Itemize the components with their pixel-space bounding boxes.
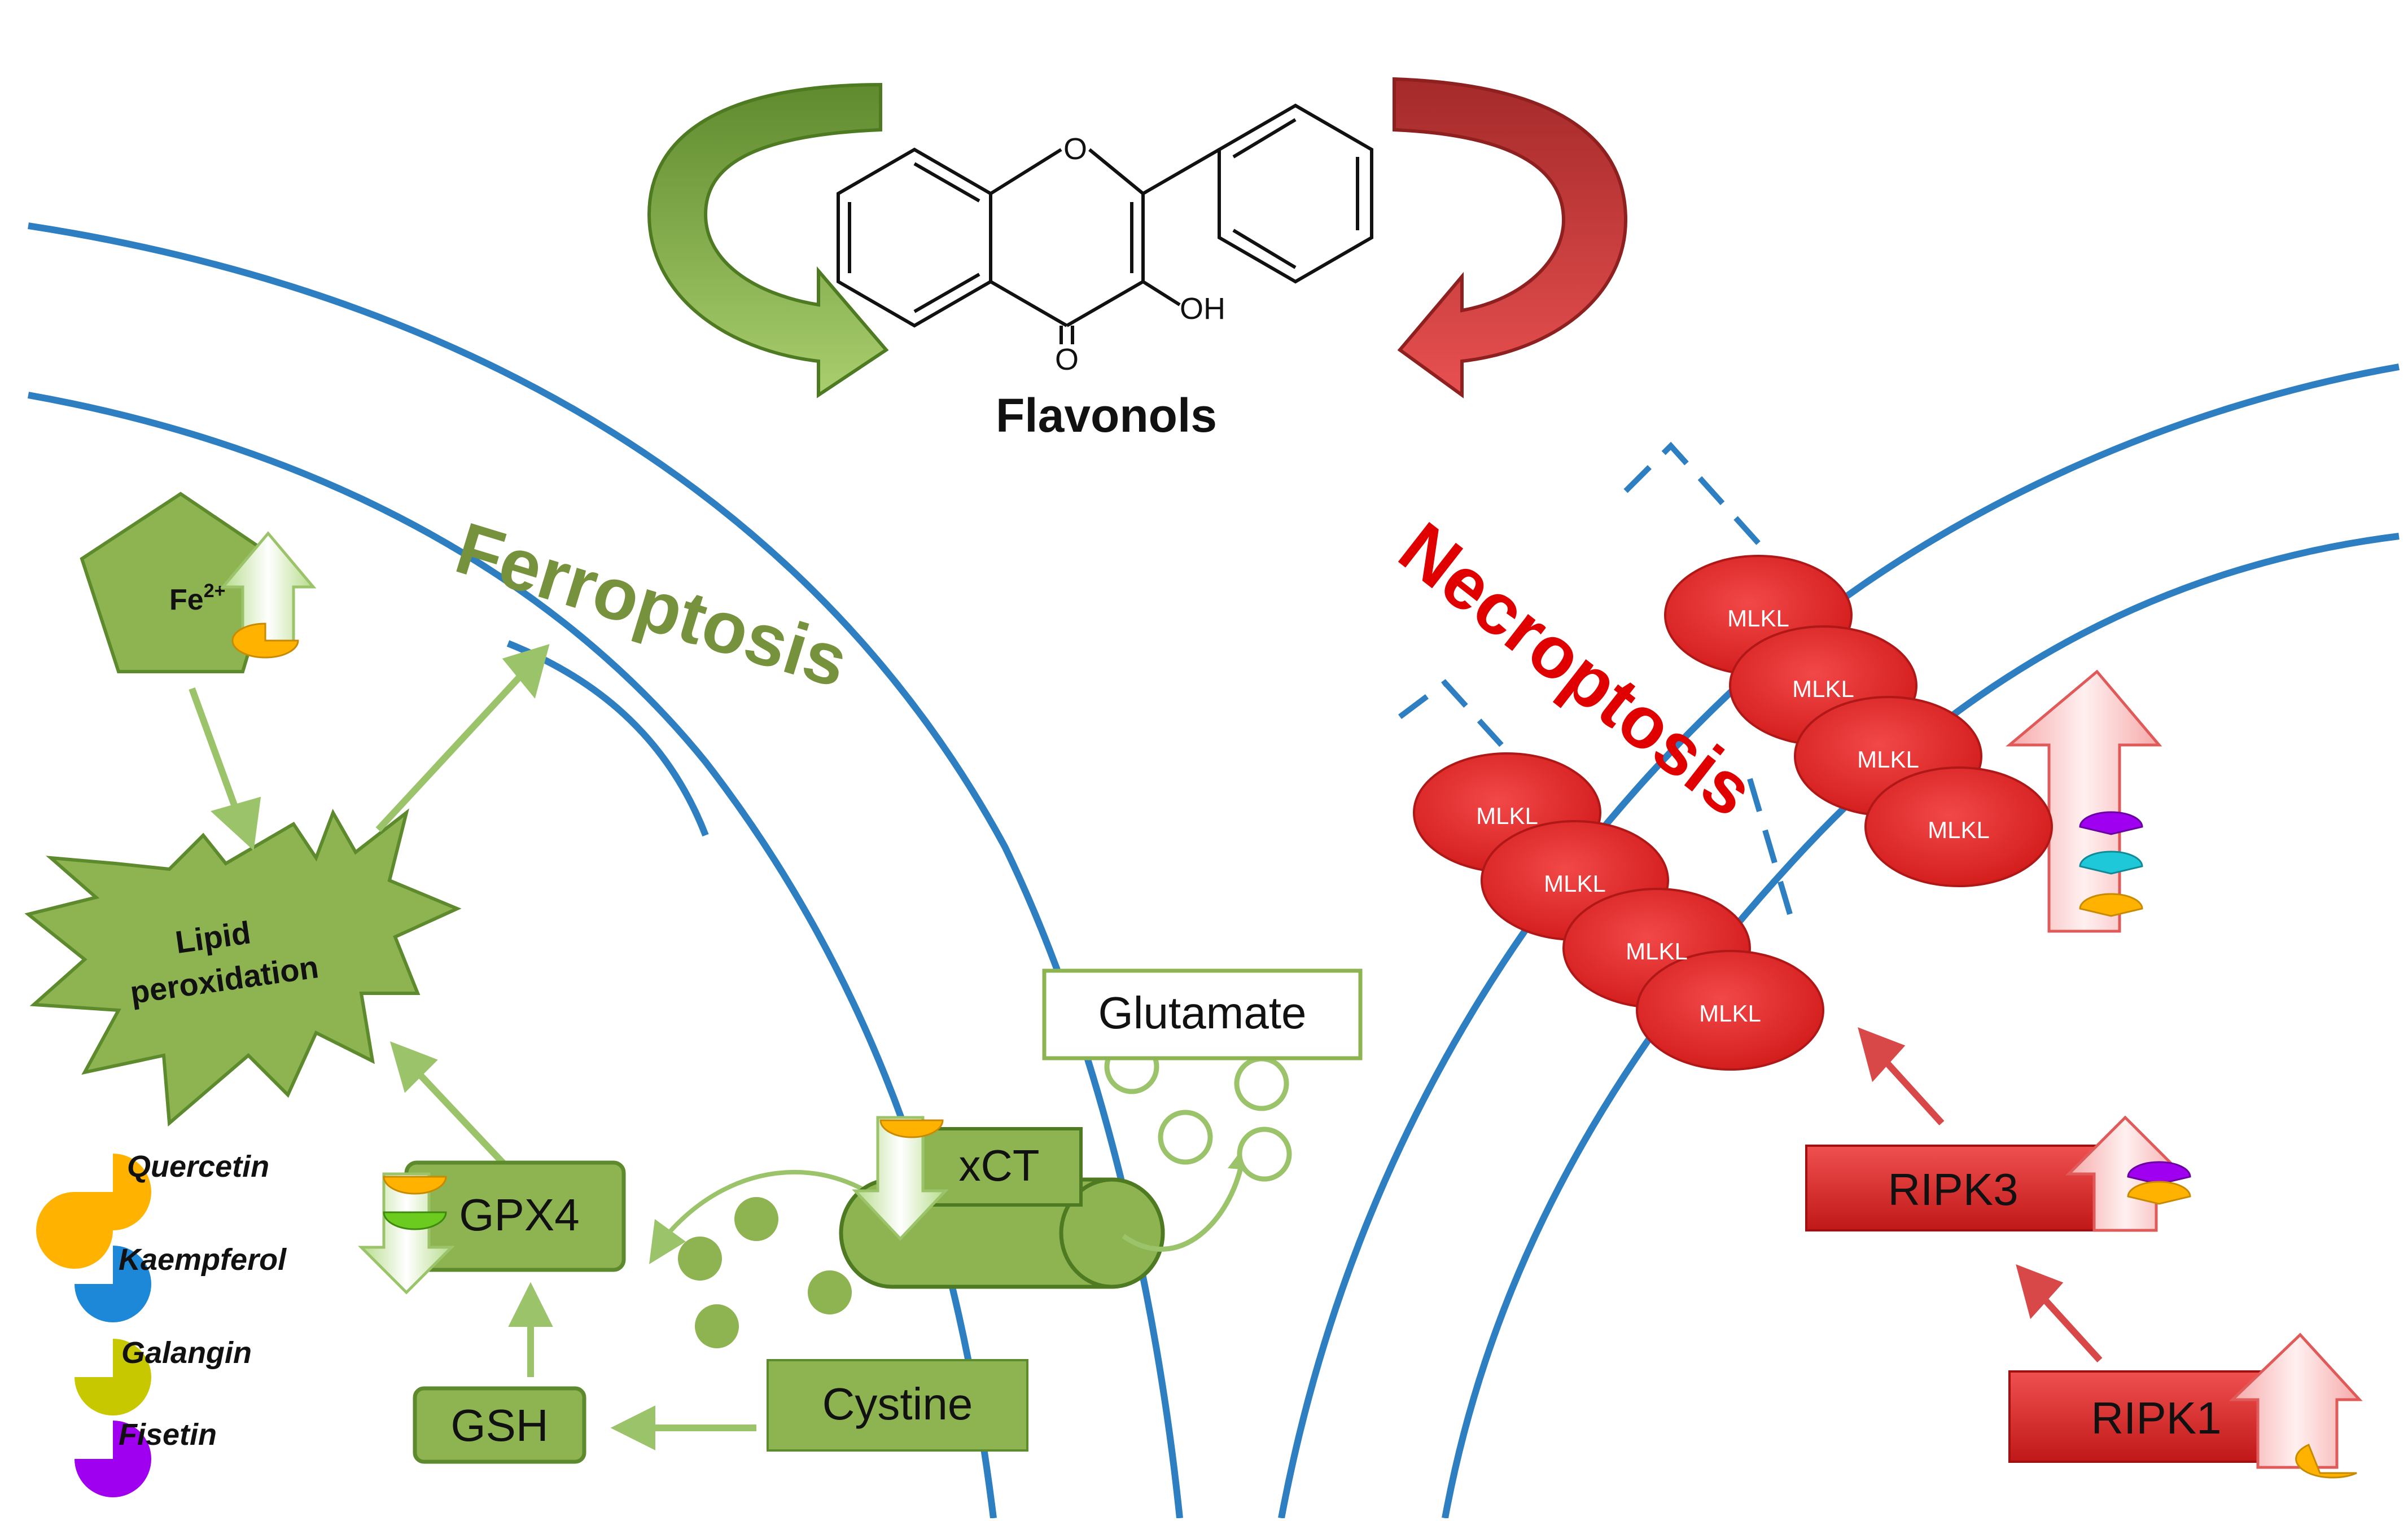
ferroptosis-label: Ferroptosis xyxy=(447,506,857,703)
membrane-right-inner xyxy=(1442,533,2400,1519)
necroptosis-arrows xyxy=(1858,1027,2103,1363)
gpx4-quercetin-marker xyxy=(383,1176,447,1195)
mlkl-oligomer xyxy=(1864,766,2053,887)
gpx4-label: GPX4 xyxy=(459,1190,579,1240)
legend-item-quercetin: Quercetin xyxy=(36,1150,269,1269)
mlkl-oligomer xyxy=(1636,950,1824,1071)
legend-label-fisetin: Fisetin xyxy=(119,1418,217,1452)
mlkl-label: MLKL xyxy=(1699,1000,1761,1027)
legend-swatch-quercetin xyxy=(75,1154,151,1230)
gsh-label: GSH xyxy=(450,1400,548,1450)
molecule-hydroxyl: OH xyxy=(1180,292,1225,326)
ferroptosis-curved-arrow xyxy=(647,82,889,398)
glutamate-label: Glutamate xyxy=(1098,988,1306,1038)
mlkl-cluster-lower: MLKL MLKL MLKL MLKL xyxy=(1413,752,1824,1071)
ripk3-quercetin-marker xyxy=(2127,1181,2191,1205)
iron-quercetin-marker xyxy=(231,623,299,659)
molecule-carbonyl-oxygen: O xyxy=(1055,343,1079,376)
ripk1-up-arrow xyxy=(2229,1332,2363,1469)
ripk1-label: RIPK1 xyxy=(2091,1393,2221,1443)
glutamate-transport-arrow xyxy=(1122,1162,1245,1252)
necroptosis-curved-arrow xyxy=(1393,77,1628,398)
xct-cylinder-end xyxy=(1059,1177,1165,1289)
mlkl-label: MLKL xyxy=(1544,870,1606,897)
lipid-peroxidation-star xyxy=(24,808,462,1127)
iron-label: Fe2+ xyxy=(169,580,225,616)
glutamate-particles xyxy=(1104,1039,1292,1182)
glutamate-box xyxy=(1042,968,1363,1060)
mlkl-kaempferol-marker xyxy=(2079,851,2143,875)
gpx4-galangin-marker xyxy=(383,1211,447,1230)
gsh-box xyxy=(413,1386,586,1464)
cystine-box xyxy=(767,1359,1028,1452)
legend-label-quercetin: Quercetin xyxy=(127,1150,269,1184)
legend-swatch-quercetin xyxy=(36,1154,113,1269)
xct-label: xCT xyxy=(959,1141,1040,1190)
ferroptosis-arrows xyxy=(189,644,756,1450)
mlkl-label: MLKL xyxy=(1476,803,1538,829)
ripk3-fisetin-marker xyxy=(2127,1161,2191,1185)
mlkl-quercetin-marker xyxy=(2079,893,2143,917)
legend-label-galangin: Galangin xyxy=(121,1336,252,1370)
mlkl-label: MLKL xyxy=(1928,817,1990,843)
flavonol-structure xyxy=(837,103,1373,344)
molecule-ring-oxygen: O xyxy=(1063,132,1087,166)
mlkl-brackets xyxy=(1398,441,1798,932)
flavonol-legend: Quercetin Kaempferol Galangin Fisetin xyxy=(36,1150,287,1497)
mlkl-fisetin-marker xyxy=(2079,811,2143,835)
legend-item-kaempferol: Kaempferol xyxy=(75,1243,287,1322)
cystine-label: Cystine xyxy=(822,1379,973,1429)
legend-item-galangin: Galangin xyxy=(75,1336,252,1415)
legend-swatch-fisetin xyxy=(75,1421,151,1497)
legend-swatch-kaempferol xyxy=(75,1246,151,1322)
mlkl-cluster-upper: MLKL MLKL MLKL MLKL xyxy=(1664,555,2053,887)
iron-up-arrow xyxy=(220,531,317,645)
cystine-transport-arrowhead xyxy=(649,1219,686,1264)
legend-item-fisetin: Fisetin xyxy=(75,1418,217,1497)
xct-quercetin-marker xyxy=(879,1119,944,1138)
cystine-particles xyxy=(672,1191,857,1354)
molecule-title: Flavonols xyxy=(996,389,1217,442)
mlkl-label: MLKL xyxy=(1626,938,1688,965)
legend-swatch-galangin xyxy=(75,1339,151,1415)
mlkl-label: MLKL xyxy=(1857,746,1919,773)
legend-label-kaempferol: Kaempferol xyxy=(119,1243,287,1277)
mlkl-label: MLKL xyxy=(1727,605,1789,632)
ripk1-quercetin-marker xyxy=(2295,1443,2357,1479)
mlkl-label: MLKL xyxy=(1792,676,1854,702)
ripk3-label: RIPK3 xyxy=(1888,1164,2018,1215)
